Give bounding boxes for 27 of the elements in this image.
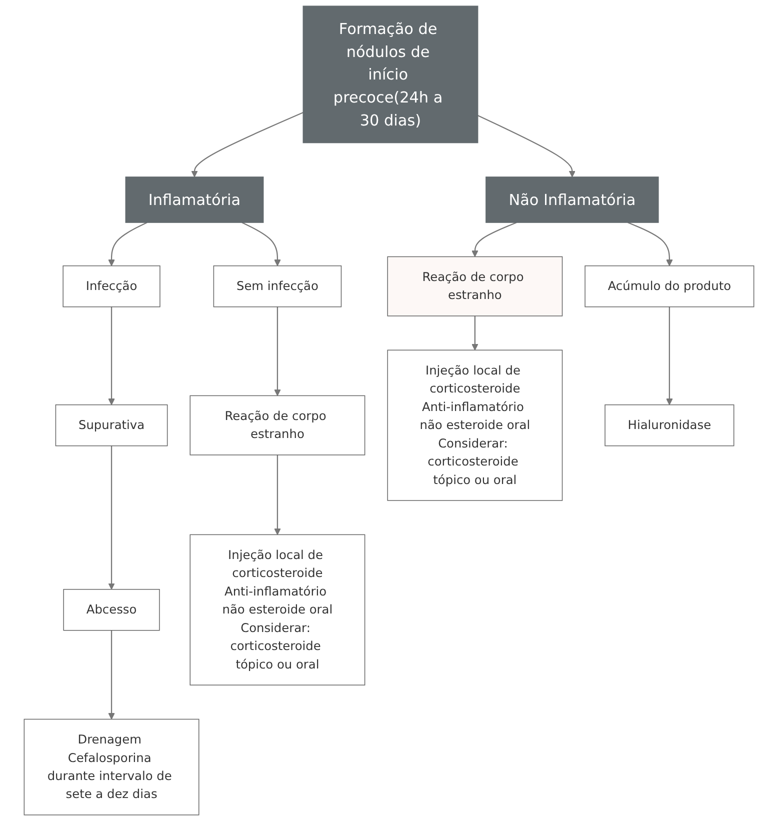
arrow [242,222,281,266]
node-box: Infecção [62,265,160,308]
node-box: Inflamatória [125,176,264,223]
arrow [666,306,673,406]
arrow [628,222,673,266]
arrow [274,306,281,396]
node-box: Hialuronidase [604,404,734,446]
node-box: Injeção local de corticosteroide Anti-inflamatório não esteroide oral Considerar: corticosteroide tópico ou oral [387,350,563,501]
arrow [274,454,281,535]
node-box: Drenagem Cefalosporina durante intervalo de sete a dez dias [24,718,200,816]
node-box: Reação de corpo estranho [190,395,366,456]
node-box: Reação de corpo estranho [387,256,563,316]
arrow [108,306,115,406]
node-box: Não Inflamatória [486,176,659,223]
arrow [472,316,478,350]
arrow [108,446,115,590]
arrow [478,114,576,178]
node-box: Acúmulo do produto [584,265,754,308]
arrow [108,222,148,266]
arrow [472,222,517,257]
arrow [108,630,115,720]
node-box: Abcesso [63,588,160,631]
node-box: Injeção local de corticosteroide Anti-inflamatório não esteroide oral Considerar: corticosteroide tópico ou oral [190,534,366,686]
node-box: Sem infecção [213,265,342,308]
arrow [191,112,304,178]
node-box: Formação de nódulos de início precoce(24h a 30 dias) [302,6,478,144]
node-box: Supurativa [55,404,168,446]
